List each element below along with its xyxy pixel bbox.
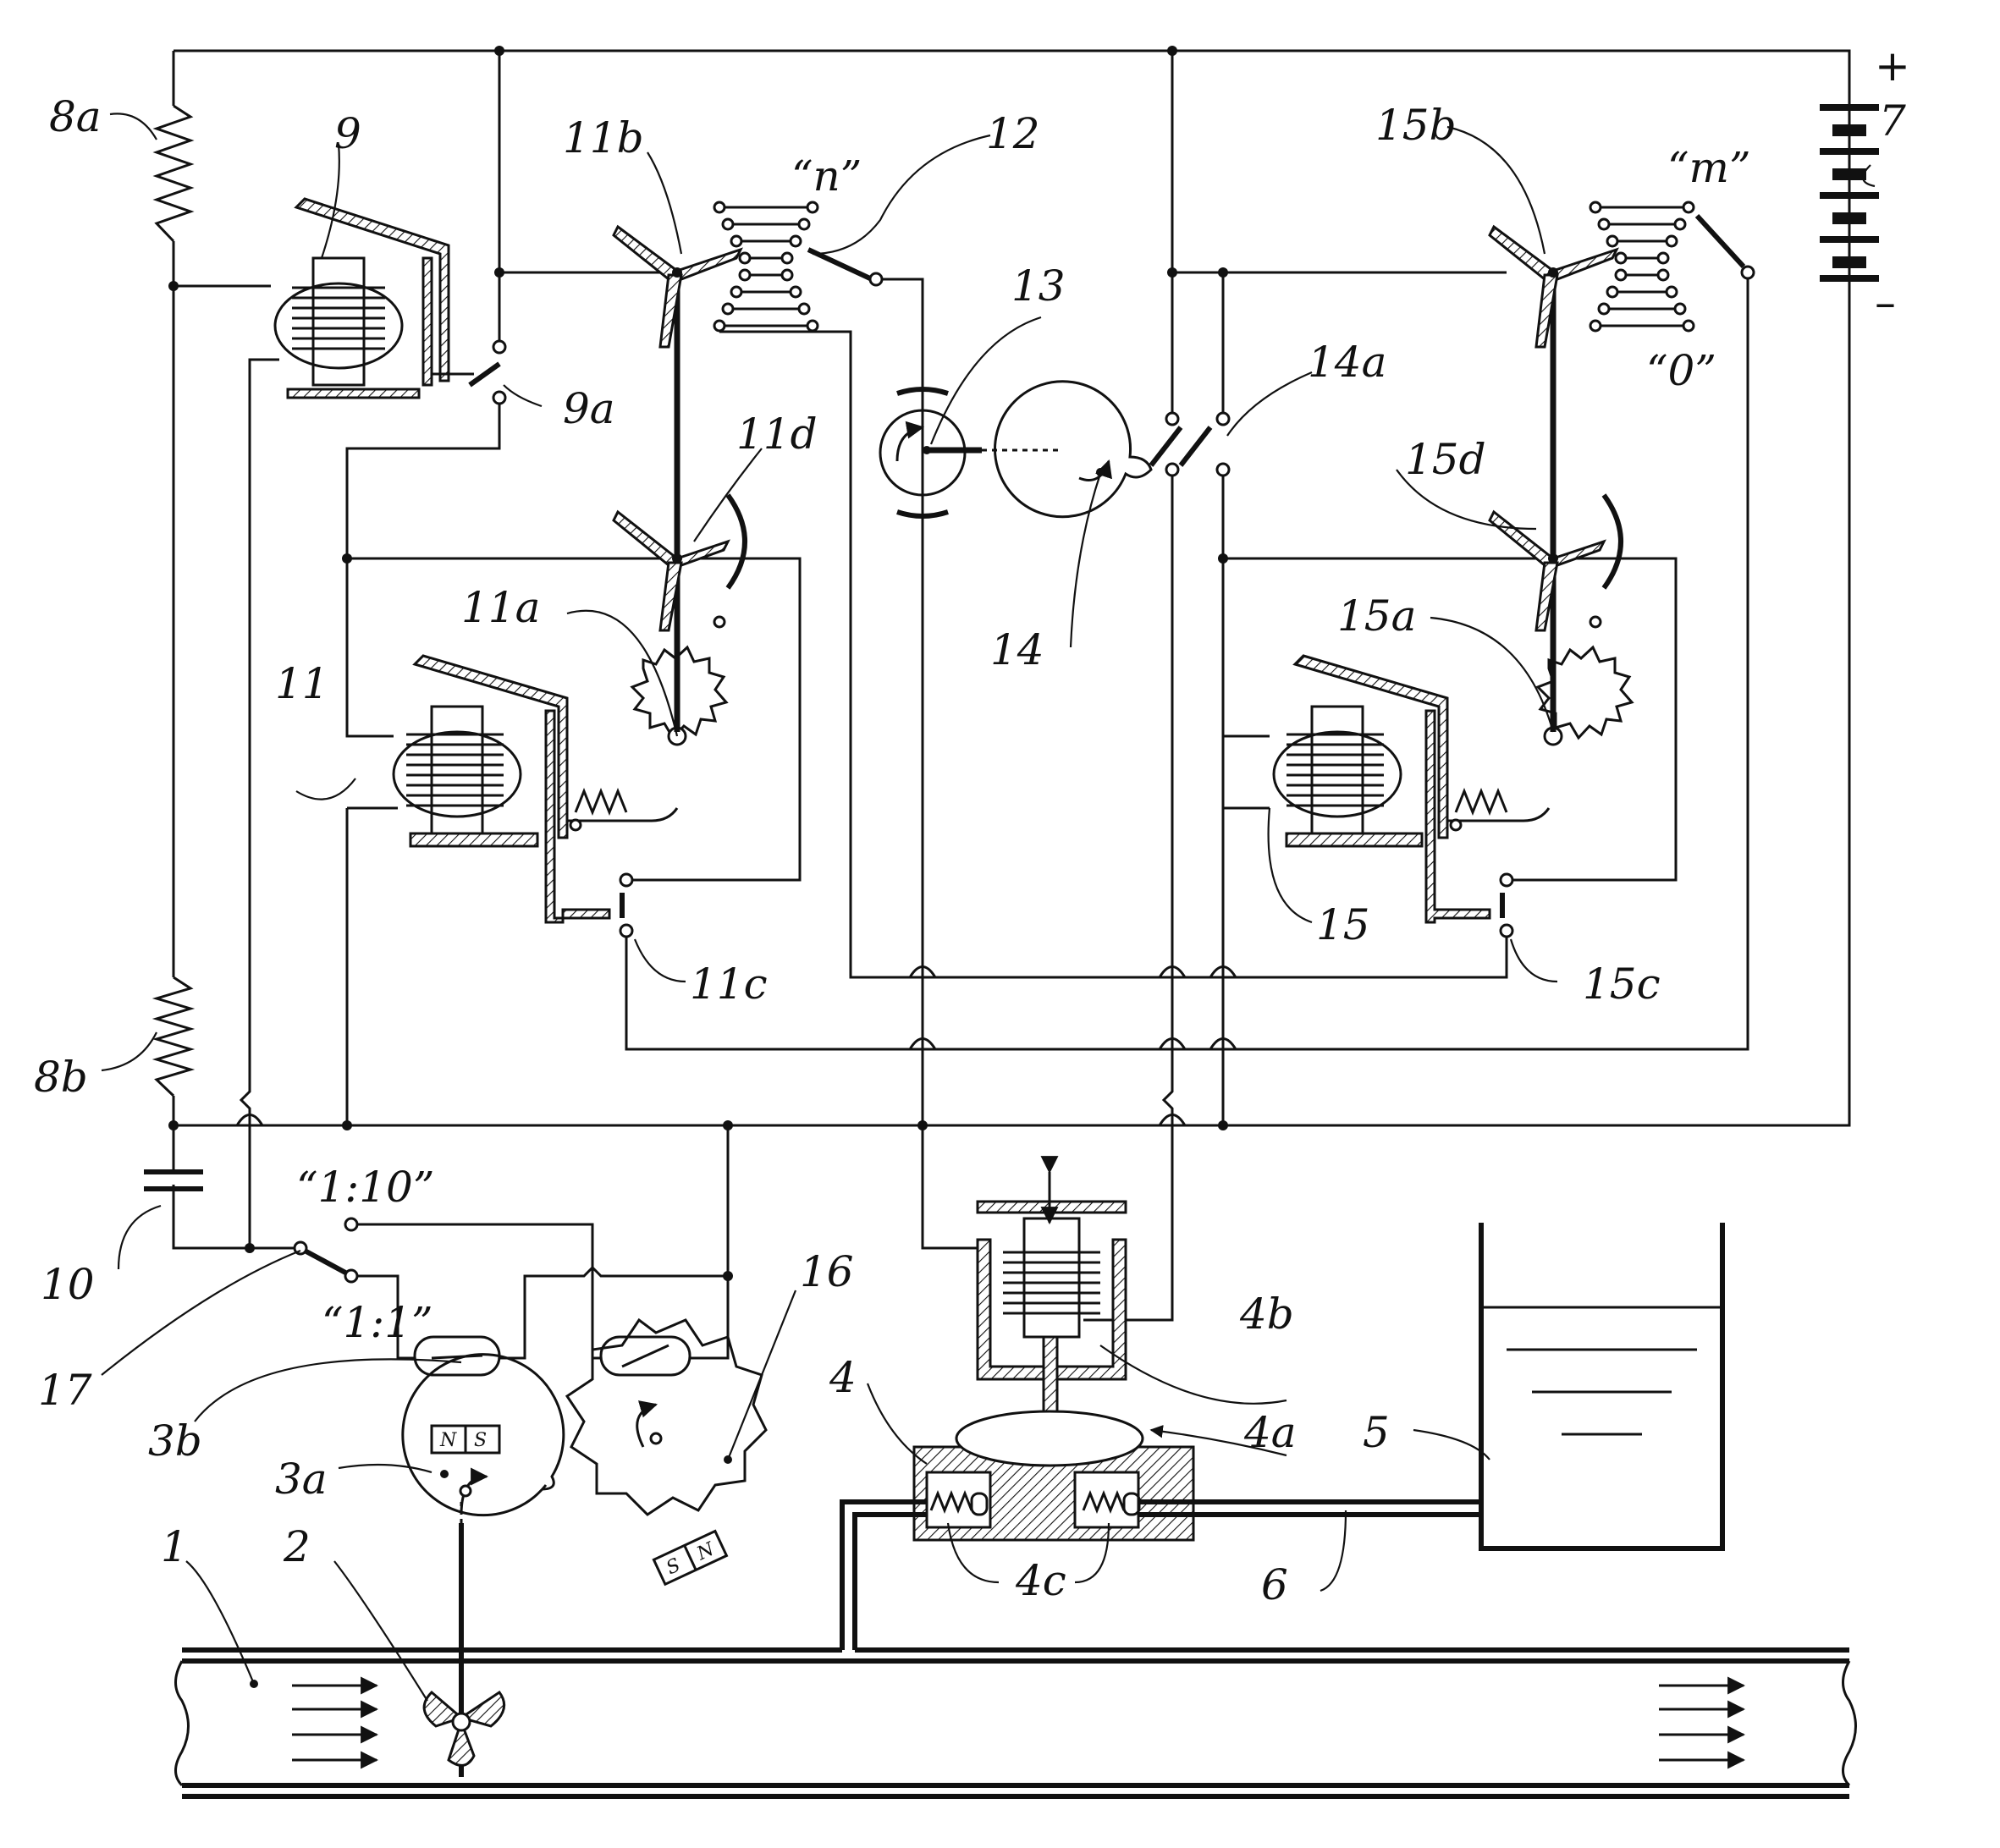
label-13: 13 bbox=[1011, 261, 1066, 311]
label-9a: 9a bbox=[563, 384, 615, 433]
rotor-15b bbox=[1488, 224, 1619, 349]
leader-lines bbox=[101, 113, 1876, 1702]
label-n: “n” bbox=[791, 151, 862, 201]
label-ratio-10: “1:10” bbox=[296, 1163, 434, 1212]
ratio-switch-17 bbox=[293, 1217, 359, 1284]
timer-13 bbox=[879, 387, 1062, 519]
tank-5 bbox=[1479, 1223, 1725, 1551]
label-16: 16 bbox=[800, 1247, 854, 1296]
relay-15 bbox=[1272, 654, 1551, 938]
label-11d: 11d bbox=[736, 410, 818, 459]
label-2: 2 bbox=[283, 1522, 311, 1571]
label-8b: 8b bbox=[34, 1053, 88, 1102]
magnet-pole-s-2: S bbox=[664, 1554, 684, 1579]
pipeline-1 bbox=[174, 1647, 1857, 1799]
resistor-8b bbox=[152, 976, 196, 1097]
valve-actuator-4b bbox=[976, 1156, 1127, 1427]
label-10: 10 bbox=[41, 1260, 95, 1309]
label-9: 9 bbox=[334, 109, 361, 158]
magnet-pole-n: N bbox=[439, 1430, 457, 1451]
resistor-8a bbox=[152, 104, 195, 243]
label-12: 12 bbox=[986, 109, 1040, 158]
switch-14a bbox=[1149, 411, 1231, 477]
rotor-15d bbox=[1488, 493, 1623, 632]
battery-minus: – bbox=[1875, 278, 1896, 327]
label-11a: 11a bbox=[461, 583, 540, 632]
label-m: “m” bbox=[1667, 143, 1751, 192]
relay-11 bbox=[392, 654, 679, 938]
label-3b: 3b bbox=[148, 1416, 202, 1466]
rotor-11b bbox=[612, 224, 743, 349]
label-15b: 15b bbox=[1375, 101, 1457, 150]
battery-7 bbox=[1820, 102, 1879, 283]
label-4b: 4b bbox=[1239, 1290, 1294, 1339]
label-3a: 3a bbox=[275, 1455, 328, 1504]
contact-ladder-n bbox=[713, 201, 884, 333]
magnet-wheel-3a: N S bbox=[401, 1353, 565, 1532]
label-5: 5 bbox=[1363, 1408, 1390, 1457]
label-8a: 8a bbox=[49, 92, 102, 141]
label-zero: “0” bbox=[1646, 346, 1716, 395]
label-4: 4 bbox=[829, 1353, 857, 1402]
label-6: 6 bbox=[1261, 1560, 1288, 1609]
battery-plus: + bbox=[1875, 41, 1910, 91]
label-15: 15 bbox=[1316, 900, 1370, 949]
label-ratio-1: “1:1” bbox=[322, 1298, 433, 1347]
junction-dots bbox=[168, 46, 1228, 1281]
label-15c: 15c bbox=[1583, 960, 1661, 1009]
timer-14 bbox=[994, 380, 1153, 519]
ratchet-wheel-15a bbox=[1535, 645, 1634, 746]
relay-9 bbox=[273, 197, 507, 405]
turbine-2 bbox=[422, 1523, 506, 1777]
label-14: 14 bbox=[990, 625, 1044, 674]
label-1: 1 bbox=[161, 1522, 188, 1571]
label-11c: 11c bbox=[690, 960, 768, 1009]
label-4c: 4c bbox=[1015, 1556, 1066, 1605]
label-14a: 14a bbox=[1308, 338, 1386, 387]
label-11: 11 bbox=[275, 659, 329, 708]
gear-wheel-16: S N bbox=[565, 1317, 768, 1587]
labels: 8a 9 9a 11b “n” 12 13 14a 11d 11a 11 11c… bbox=[34, 41, 1910, 1609]
reed-switch-second bbox=[599, 1335, 691, 1377]
magnet-pole-s: S bbox=[474, 1430, 487, 1451]
valve-4 bbox=[912, 1410, 1195, 1542]
contact-ladder-m bbox=[1589, 201, 1755, 333]
label-11b: 11b bbox=[563, 113, 644, 162]
label-4a: 4a bbox=[1243, 1408, 1297, 1457]
capacitor-10 bbox=[144, 1169, 203, 1191]
label-15a: 15a bbox=[1337, 591, 1416, 641]
rotor-11d bbox=[612, 493, 747, 632]
label-7: 7 bbox=[1879, 96, 1906, 146]
label-17: 17 bbox=[38, 1366, 92, 1415]
pipe-6 bbox=[840, 1499, 1481, 1650]
label-15d: 15d bbox=[1405, 435, 1486, 484]
